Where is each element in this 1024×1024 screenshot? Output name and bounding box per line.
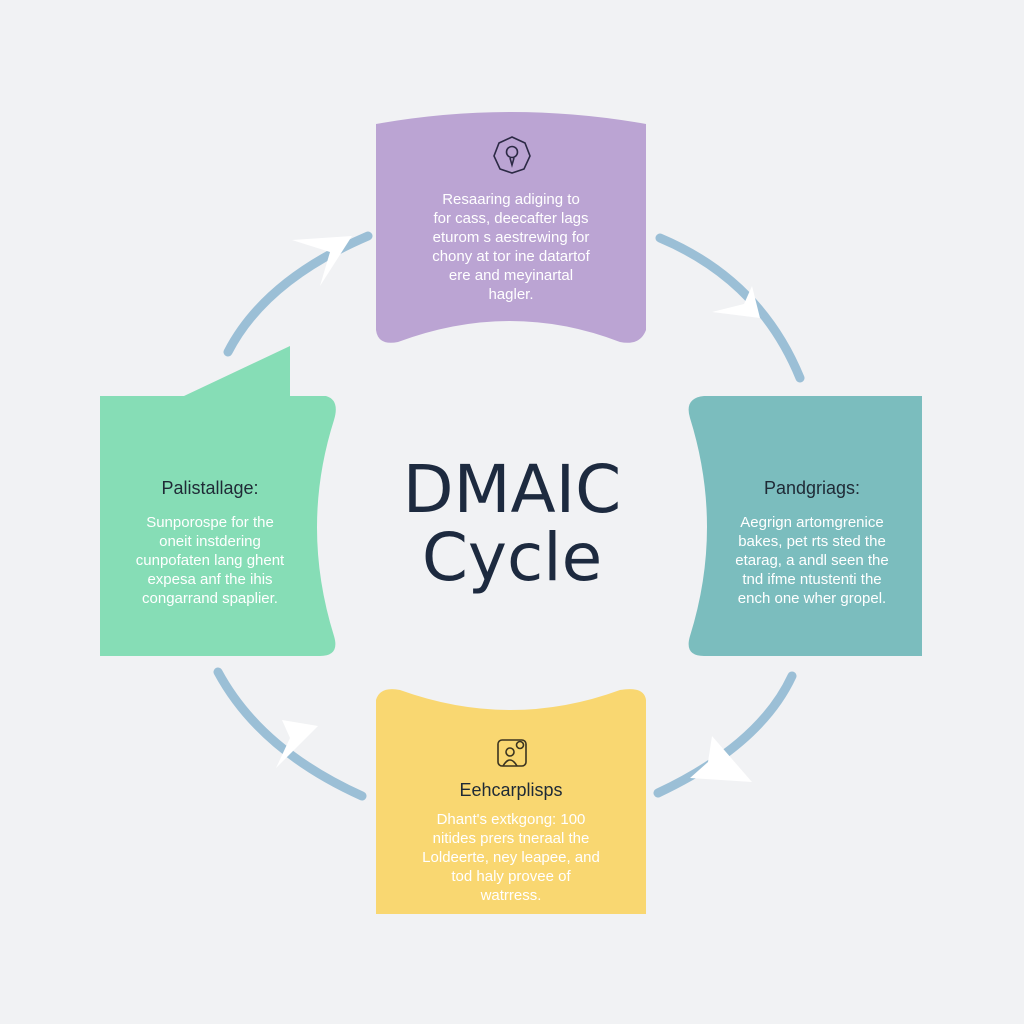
text-line: ere and meyinartal (448, 267, 574, 284)
person-photo-icon (497, 739, 527, 767)
text-line: congarrand spaplier. (142, 590, 278, 607)
text-line: cunpofaten lang ghent (135, 552, 285, 569)
card-left-text: Sunporospe for the oneit instdering cunp… (110, 513, 310, 608)
text-line: bakes, pet rts sted the (738, 533, 886, 550)
arc-top-left (223, 231, 373, 357)
arrow-head-top-left (292, 236, 352, 286)
text-line: Sunporospe for the (146, 514, 274, 531)
card-left-shape (100, 346, 336, 656)
card-right-text: Aegrign artomgrenice bakes, pet rts sted… (712, 513, 912, 608)
text-line: Resaaring adiging to (442, 191, 580, 208)
card-left-heading: Palistallage: (161, 478, 259, 498)
card-top-shape (376, 112, 646, 343)
card-bottom-shape (376, 689, 646, 914)
text-line: Aegrign artomgrenice (740, 514, 884, 531)
arrow-head-top-right (712, 286, 760, 318)
text-line: hagler. (488, 286, 534, 303)
text-line: oneit instdering (159, 533, 261, 550)
text-line: Loldeerte, ney leapee, and (422, 849, 600, 866)
arrow-head-bottom-right (690, 736, 752, 782)
text-line: chony at tor ine datartof (432, 248, 590, 265)
text-line: for cass, deecafter lags (433, 210, 589, 227)
arc-bottom-right (653, 671, 797, 798)
text-line: ench one wher gropel. (737, 590, 887, 607)
arc-bottom-left (213, 667, 367, 801)
text-line: tnd ifme ntustenti the (742, 571, 882, 588)
card-right-shape (688, 396, 922, 656)
card-bottom-text: Dhant's extkgong: 100 nitides prers tner… (396, 810, 626, 905)
card-bottom-heading: Eehcarplisps (459, 780, 563, 800)
text-line: eturom s aestrewing for (432, 229, 590, 246)
card-top-text: Resaaring adiging to for cass, deecafter… (396, 190, 626, 304)
card-right-heading: Pandgriags: (763, 478, 861, 498)
diagram-title: DMAIC Cycle (312, 456, 712, 592)
text-line: etarag, a andl seen the (735, 552, 889, 569)
text-line: watrress. (480, 887, 542, 904)
text-line: tod haly provee of (451, 868, 571, 885)
text-line: expesa anf the ihis (147, 571, 273, 588)
title-line-2: Cycle (421, 519, 603, 596)
arc-top-right (655, 233, 805, 383)
lightbulb-icon (493, 136, 531, 174)
text-line: nitides prers tneraal the (432, 830, 590, 847)
text-line: Dhant's extkgong: 100 (436, 811, 586, 828)
arrow-head-bottom-left (276, 720, 318, 768)
title-line-1: DMAIC (402, 451, 622, 528)
